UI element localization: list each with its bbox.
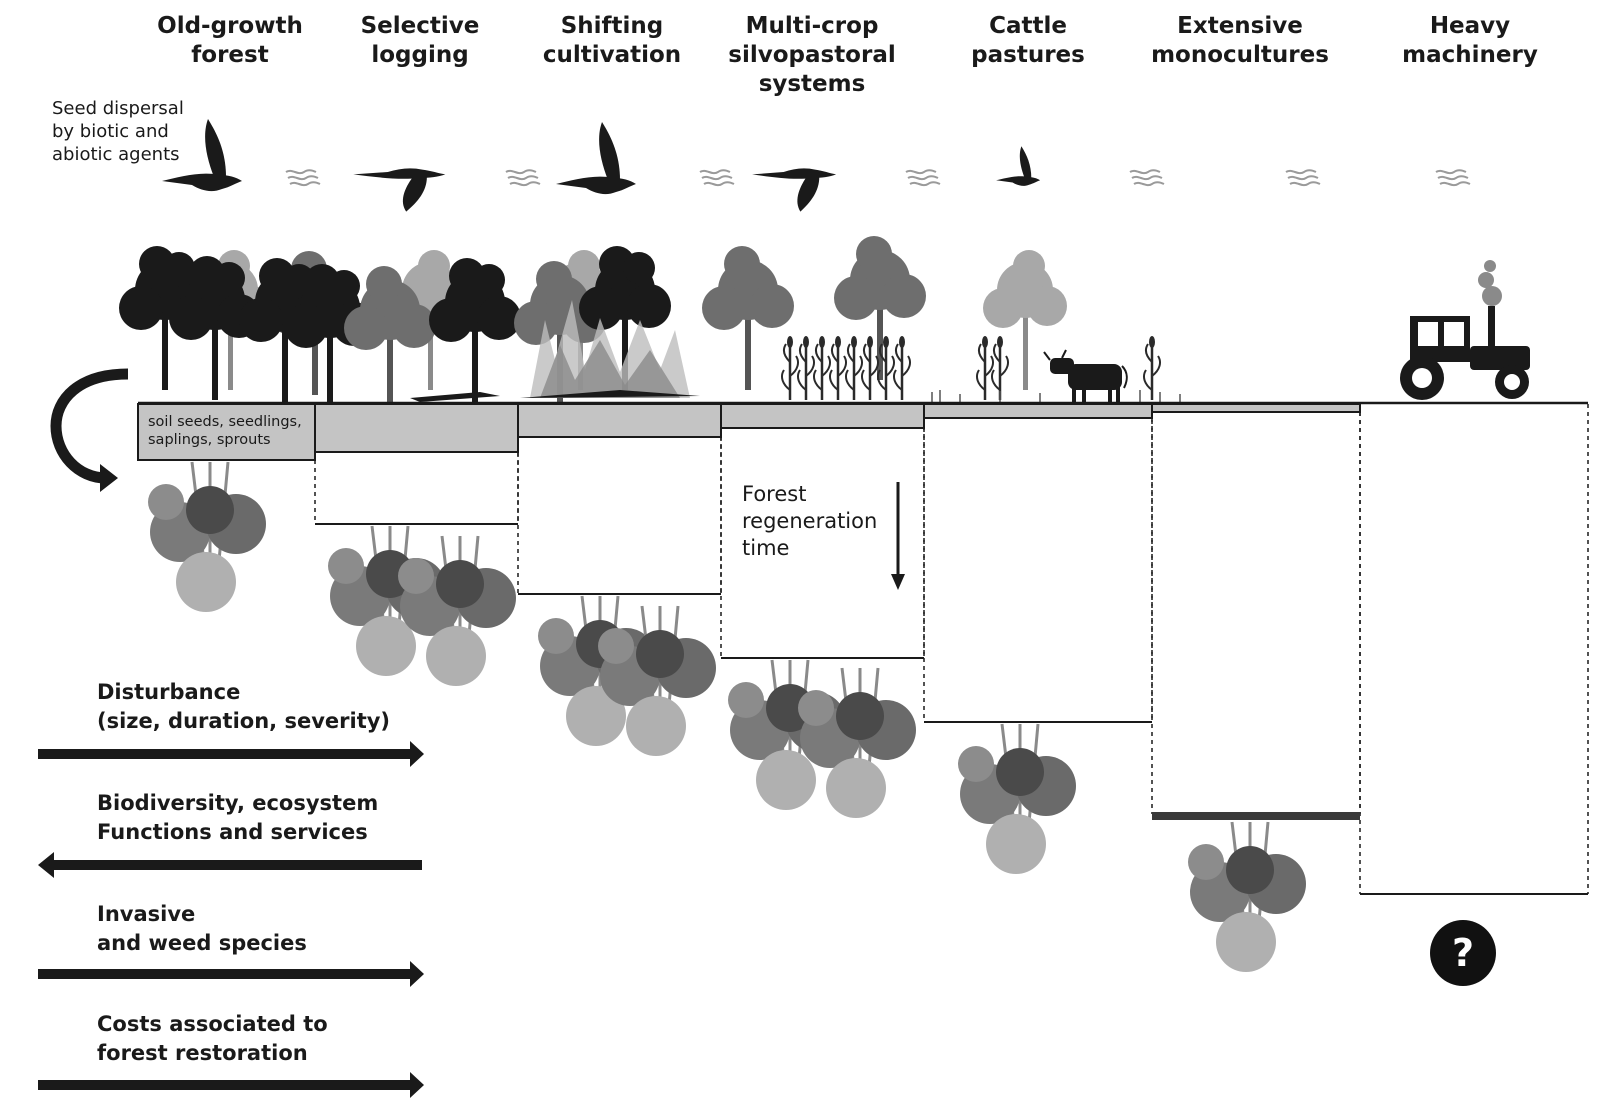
old-growth-trees-illustration [119,246,376,408]
title-line: Cattle [989,13,1067,39]
title-line: systems [758,71,866,97]
seed-bank-monocultures [1151,403,1361,413]
title-extensive-monocultures: Extensive monocultures [1130,12,1350,70]
wind-icon [905,169,941,187]
seed-bank-silvopastoral [720,403,925,429]
legend-invasive-species: Invasive and weed species [97,900,307,958]
cow-icon [1043,349,1128,402]
silvopastoral-illustration [702,236,926,402]
wind-icon [285,169,321,187]
grass-strip [1152,812,1360,820]
regenerating-forest [146,460,268,614]
label-line: Costs associated to [97,1012,328,1036]
legend-arrow-right-icon [38,961,424,987]
wind-icon [505,169,541,187]
regeneration-time-label: Forest regeneration time [742,481,877,562]
title-line: cultivation [542,42,682,68]
title-line: monocultures [1151,42,1329,68]
regeneration-boxes [314,404,1589,895]
seed-bank-shifting-cultivation [517,403,722,438]
selective-logging-trees-illustration [344,250,521,410]
label-line: and weed species [97,931,307,955]
legend-restoration-costs: Costs associated to forest restoration [97,1010,328,1068]
wind-icon [699,169,735,187]
tractor-icon [1400,260,1530,400]
title-line: Multi-crop [745,13,879,39]
label-line: time [742,536,790,560]
legend-arrow-right-icon [38,1072,424,1098]
label-line: saplings, sprouts [148,432,271,448]
title-shifting-cultivation: Shifting cultivation [502,12,722,70]
title-line: silvopastoral [728,42,896,68]
seed-bank-selective-logging [314,403,519,453]
cycle-arrow-icon [50,368,129,484]
regenerating-forest [796,666,918,820]
regenerating-forest [1186,820,1308,974]
label-line: abiotic agents [52,144,180,165]
title-line: pastures [971,42,1085,68]
label-line: Disturbance [97,680,241,704]
seed-bank-old-growth [137,403,316,461]
title-line: Extensive [1177,13,1303,39]
legend-arrow-right-icon [38,741,424,767]
label-line: soil seeds, seedlings, [148,414,302,430]
label-line: Seed dispersal [52,98,184,119]
seed-bank-cattle-pastures [923,403,1153,419]
regenerating-forest [396,534,518,688]
title-old-growth-forest: Old-growth forest [120,12,340,70]
label-line: by biotic and [52,121,169,142]
title-line: Selective [360,13,480,39]
bird-icon [556,122,636,195]
legend-arrow-left-icon [38,852,422,878]
bird-icon [162,119,242,192]
label-line: forest restoration [97,1041,308,1065]
cattle-pasture-illustration [931,250,1181,402]
title-line: machinery [1402,42,1538,68]
title-line: logging [371,42,469,68]
seed-dispersal-label: Seed dispersal by biotic and abiotic age… [52,97,184,166]
wind-icon [1435,169,1471,187]
bird-icon [752,168,837,212]
bird-icon [353,168,446,212]
label-line: Functions and services [97,820,368,844]
seed-bank-label: soil seeds, seedlings, saplings, sprouts [148,413,302,449]
wind-icon [1129,169,1165,187]
title-line: Heavy [1429,13,1511,39]
label-line: regeneration [742,509,878,533]
label-line: (size, duration, severity) [97,709,391,733]
shifting-cultivation-illustration [514,246,700,405]
label-line: Biodiversity, ecosystem [97,791,379,815]
regenerating-forest [956,722,1078,876]
title-line: forest [191,42,269,68]
wind-icon [1285,169,1321,187]
title-selective-logging: Selective logging [310,12,530,70]
bird-icon [996,146,1041,186]
title-heavy-machinery: Heavy machinery [1360,12,1580,70]
question-mark-icon: ? [1430,920,1496,986]
title-line: Old-growth [157,13,303,39]
legend-disturbance: Disturbance (size, duration, severity) [97,678,390,736]
label-line: Invasive [97,902,196,926]
label-line: Forest [742,482,807,506]
legend-biodiversity: Biodiversity, ecosystem Functions and se… [97,789,378,847]
title-cattle-pastures: Cattle pastures [918,12,1138,70]
title-line: Shifting [560,13,664,39]
title-multi-crop-silvopastoral: Multi-crop silvopastoral systems [702,12,922,99]
